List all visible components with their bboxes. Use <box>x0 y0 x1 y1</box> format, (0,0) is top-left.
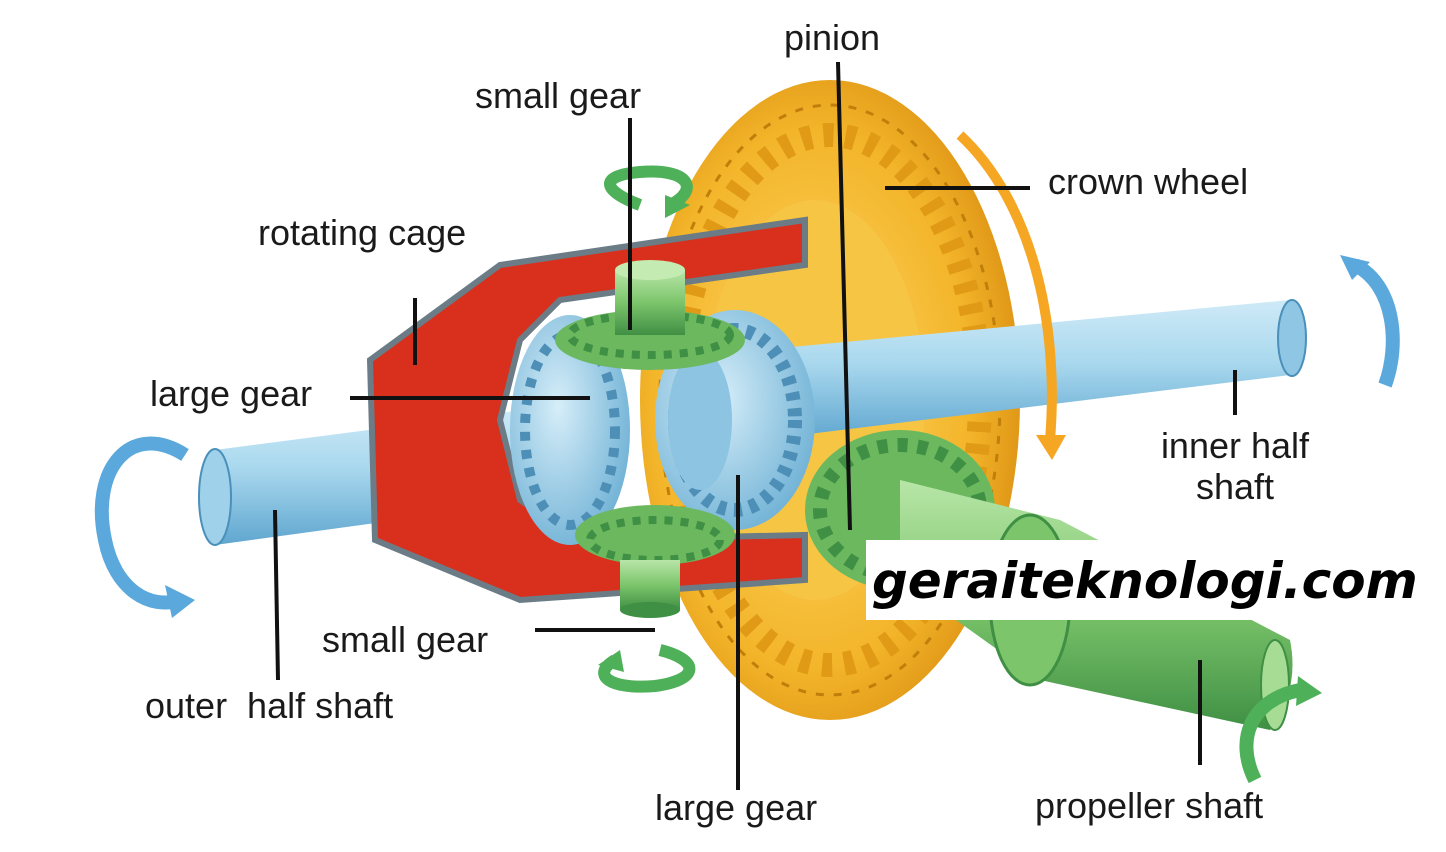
label-small-gear-bottom: small gear <box>322 619 489 660</box>
label-inner-half-shaft: inner half shaft <box>1160 425 1310 508</box>
large-gear-left-part <box>510 315 630 545</box>
watermark-box: geraiteknologi.com <box>866 540 1418 620</box>
leader-lines <box>273 61 1237 790</box>
label-outer-half-shaft: outer half shaft <box>145 685 394 726</box>
label-crown-wheel: crown wheel <box>1048 161 1249 202</box>
small-gear-top-rotation-arrow <box>604 165 693 218</box>
label-large-gear-bottom: large gear <box>655 787 818 828</box>
label-propeller-shaft: propeller shaft <box>1035 785 1264 826</box>
crown-wheel-rotation-arrow <box>956 131 1066 460</box>
leader-pinion <box>836 61 852 531</box>
inner-half-shaft <box>760 299 1307 440</box>
small-gear-bottom-rotation-arrow <box>598 644 696 693</box>
inner-shaft-rotation-arrow <box>1340 255 1400 388</box>
label-rotating-cage: rotating cage <box>258 212 467 253</box>
small-gear-top-part <box>555 260 745 370</box>
label-large-gear-left: large gear <box>150 373 313 414</box>
propeller-shaft-rotation-arrow <box>1239 676 1322 784</box>
watermark-text: geraiteknologi.com <box>872 552 1418 610</box>
rotating-cage <box>366 216 808 604</box>
leader-outer-half-shaft <box>273 509 280 681</box>
small-gear-bottom-part <box>575 505 735 618</box>
label-small-gear-top: small gear <box>475 75 642 116</box>
outer-shaft-rotation-arrow <box>94 436 195 618</box>
label-pinion: pinion <box>784 17 881 58</box>
